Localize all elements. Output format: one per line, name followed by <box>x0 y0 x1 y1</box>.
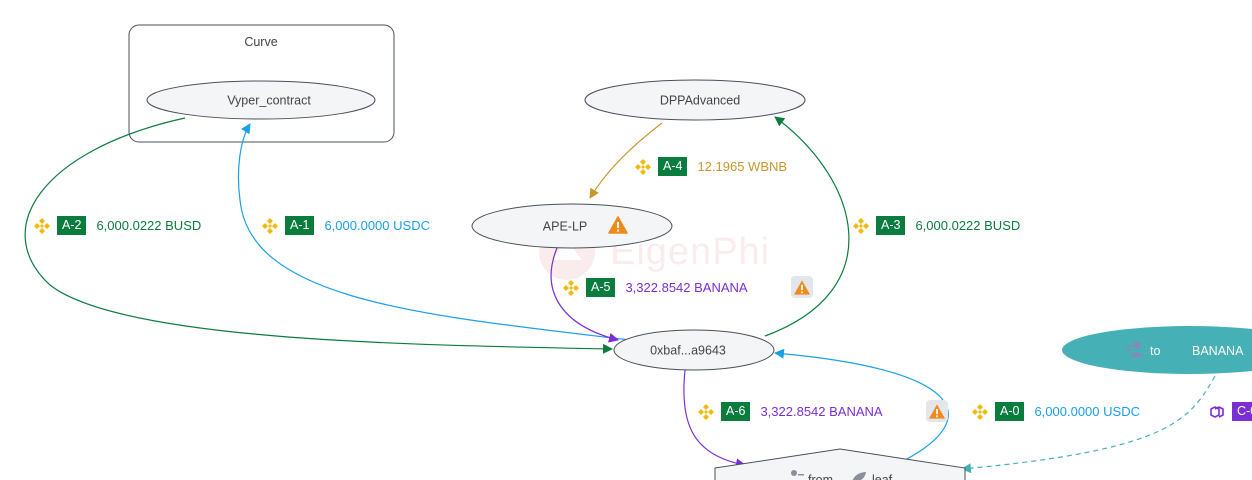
node-apelp-label: APE-LP <box>543 220 587 234</box>
bnb-coin-icon <box>971 403 989 421</box>
edge-tag: A-6 <box>721 402 751 421</box>
node-from-leaf[interactable]: from leaf <box>714 448 966 480</box>
node-to-token: BANANA <box>1192 344 1244 358</box>
edge-tag: A-1 <box>285 216 315 235</box>
edge-amount: 6,000.0222 BUSD <box>96 218 202 233</box>
user-transfer-icon <box>791 470 804 476</box>
bnb-coin-icon <box>852 217 870 235</box>
node-vyper-label: Vyper_contract <box>227 94 311 108</box>
node-center-address[interactable]: 0xbaf...a9643 <box>613 329 775 371</box>
node-from-label: from <box>808 473 833 480</box>
edge-a3[interactable] <box>764 116 850 337</box>
node-to-banana[interactable]: to BANANA <box>1062 326 1252 374</box>
edge-tag: A-0 <box>995 402 1025 421</box>
polygon-icon <box>1208 403 1226 421</box>
edge-label-a0[interactable]: A-0 6,000.0000 USDC <box>971 402 1140 421</box>
bnb-coin-icon <box>697 403 715 421</box>
edge-a2[interactable] <box>24 117 613 354</box>
edge-tag: A-2 <box>57 216 87 235</box>
node-from-leaf-label: leaf <box>872 473 893 480</box>
edge-label-c0[interactable]: C-0 <box>1208 402 1252 421</box>
edge-label-a3[interactable]: A-3 6,000.0222 BUSD <box>852 216 1020 235</box>
edge-amount: 3,322.8542 BANANA <box>760 404 883 419</box>
node-vyper-contract[interactable]: Vyper_contract <box>146 80 376 120</box>
edge-label-a6[interactable]: A-6 3,322.8542 BANANA <box>697 402 883 421</box>
edge-a1[interactable] <box>237 123 631 341</box>
bnb-coin-icon <box>33 217 51 235</box>
warning-icon <box>608 216 628 234</box>
node-ape-lp[interactable]: APE-LP <box>471 203 673 249</box>
warning-icon <box>791 276 813 298</box>
edge-a4[interactable] <box>589 122 663 199</box>
edge-amount: 6,000.0000 USDC <box>1034 404 1140 419</box>
edge-a6[interactable] <box>683 369 746 469</box>
edge-label-a5[interactable]: A-5 3,322.8542 BANANA <box>562 278 748 297</box>
edge-warning-a6 <box>926 400 948 422</box>
edge-c0[interactable] <box>961 375 1216 474</box>
edge-label-a1[interactable]: A-1 6,000.0000 USDC <box>261 216 430 235</box>
node-center-label: 0xbaf...a9643 <box>650 344 726 358</box>
edge-tag: A-3 <box>876 216 906 235</box>
edge-warning-a5 <box>791 276 813 298</box>
edge-a0[interactable] <box>774 348 949 461</box>
bnb-coin-icon <box>562 279 580 297</box>
warning-icon <box>926 400 948 422</box>
edge-tag: C-0 <box>1232 402 1252 421</box>
edge-amount: 6,000.0000 USDC <box>324 218 430 233</box>
node-dpp-label: DPPAdvanced <box>660 94 740 108</box>
edge-a5[interactable] <box>550 247 619 343</box>
node-to-label: to <box>1150 344 1160 358</box>
bnb-coin-icon <box>634 158 652 176</box>
edge-amount: 3,322.8542 BANANA <box>625 280 748 295</box>
edge-tag: A-4 <box>658 157 688 176</box>
bnb-coin-icon <box>261 217 279 235</box>
node-dppadvanced[interactable]: DPPAdvanced <box>584 79 806 121</box>
edge-amount: 12.1965 WBNB <box>697 159 788 174</box>
edge-tag: A-5 <box>586 278 616 297</box>
cluster-curve-label: Curve <box>244 35 277 49</box>
edge-label-a2[interactable]: A-2 6,000.0222 BUSD <box>33 216 201 235</box>
user-transfer-icon <box>1126 341 1143 357</box>
edge-amount: 6,000.0222 BUSD <box>915 218 1021 233</box>
leaf-icon <box>852 472 866 480</box>
edge-label-a4[interactable]: A-4 12.1965 WBNB <box>634 157 787 176</box>
cluster-curve[interactable]: Curve <box>128 24 395 143</box>
